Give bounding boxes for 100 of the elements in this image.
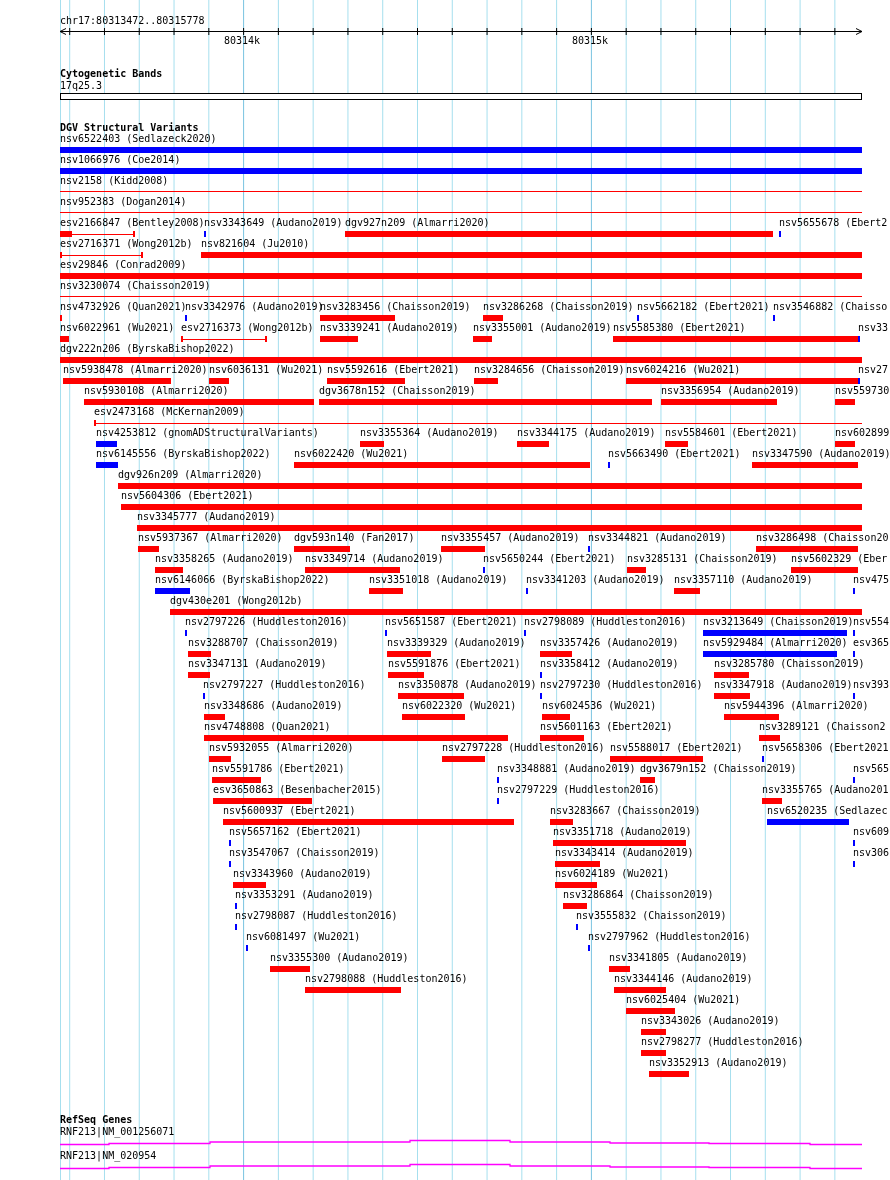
variant-label: nsv3351018 (Audano2019) <box>369 574 508 586</box>
variant-label: nsv3355300 (Audano2019) <box>270 952 409 964</box>
variant-label: nsv6146066 (ByrskaBishop2022) <box>155 574 330 586</box>
variant-label: dgv222n206 (ByrskaBishop2022) <box>60 343 236 355</box>
variant-label: nsv5655678 (Ebert2 <box>779 217 888 229</box>
variant-label: nsv3357426 (Audano2019) <box>540 637 679 649</box>
variant-label: nsv609 <box>853 826 890 838</box>
variant-label: nsv3343649 (Audano2019) <box>204 217 343 229</box>
variant-label: nsv3355001 (Audano2019) <box>473 322 612 334</box>
variant-label: nsv475 <box>853 574 890 586</box>
variant-label: nsv3344821 (Audano2019) <box>588 532 727 544</box>
variant-label: nsv3345777 (Audano2019) <box>137 511 277 523</box>
variant-label: nsv6024189 (Wu2021) <box>555 868 670 880</box>
variant-label: dgv430e201 (Wong2012b) <box>170 595 304 607</box>
variant-label: nsv3348686 (Audano2019) <box>204 700 343 712</box>
variant-label: nsv5930108 (Almarri2020) <box>84 385 230 397</box>
variant-label: nsv2798087 (Huddleston2016) <box>235 910 398 922</box>
variant-label: esv2716373 (Wong2012b) <box>181 322 314 334</box>
variant-label: nsv4732926 (Quan2021) <box>60 301 187 313</box>
variant-label: nsv3285131 (Chaisson2019) <box>627 553 778 565</box>
variant-label: nsv3358265 (Audano2019) <box>155 553 294 565</box>
variant-label: nsv27 <box>858 364 889 376</box>
track-heading: Cytogenetic Bands <box>60 68 163 80</box>
variant-label: nsv3343026 (Audano2019) <box>641 1015 780 1027</box>
variant-label: nsv5584601 (Ebert2021) <box>665 427 798 439</box>
variant-label: nsv3344146 (Audano2019) <box>614 973 753 985</box>
variant-label: nsv3348881 (Audano2019) <box>497 763 636 775</box>
variant-label: nsv3350878 (Audano2019) <box>398 679 537 691</box>
variant-label: nsv3286498 (Chaisson20 <box>756 532 889 544</box>
variant-label: esv3650863 (Besenbacher2015) <box>213 784 382 796</box>
variant-label: nsv2798277 (Huddleston2016) <box>641 1036 804 1048</box>
variant-label: nsv6036131 (Wu2021) <box>209 364 324 376</box>
track-heading: DGV Structural Variants <box>60 122 199 134</box>
variant-label: nsv565 <box>853 763 890 775</box>
band-label: 17q25.3 <box>60 80 104 92</box>
variant-label: nsv5592616 (Ebert2021) <box>327 364 460 376</box>
variant-label: nsv602899 <box>835 427 890 439</box>
variant-label: esv2716371 (Wong2012b) <box>60 238 193 250</box>
variant-label: nsv5588017 (Ebert2021) <box>610 742 743 754</box>
variant-label: nsv2798089 (Huddleston2016) <box>524 616 687 628</box>
variant-label: nsv3284656 (Chaisson2019) <box>474 364 625 376</box>
variant-label: nsv3286864 (Chaisson2019) <box>563 889 714 901</box>
variant-label: nsv2797226 (Huddleston2016) <box>185 616 348 628</box>
variant-label: nsv3547067 (Chaisson2019) <box>229 847 380 859</box>
variant-label: nsv5937367 (Almarri2020) <box>138 532 283 544</box>
variant-label: nsv393 <box>853 679 890 691</box>
variant-label: nsv3213649 (Chaisson2019) <box>703 616 854 628</box>
variant-label: dgv3679n152 (Chaisson2019) <box>640 763 797 775</box>
variant-label: nsv5651587 (Ebert2021) <box>385 616 518 628</box>
variant-label: nsv3358412 (Audano2019) <box>540 658 679 670</box>
variant-label: nsv3356954 (Audano2019) <box>661 385 800 397</box>
variant-label: nsv4748808 (Quan2021) <box>204 721 332 733</box>
variant-label: nsv5944396 (Almarri2020) <box>724 700 869 712</box>
variant-label: nsv6025404 (Wu2021) <box>626 994 741 1006</box>
variant-label: nsv3555832 (Chaisson2019) <box>576 910 727 922</box>
variant-label: nsv3355457 (Audano2019) <box>441 532 580 544</box>
gene-label: RNF213|NM_001256071 <box>60 1126 176 1138</box>
tick-label: 80315k <box>572 35 609 47</box>
variant-label: nsv4253812 (gnomADStructuralVariants) <box>96 427 319 439</box>
variant-label: nsv5591786 (Ebert2021) <box>212 763 345 775</box>
variant-label: nsv821604 (Ju2010) <box>201 238 311 250</box>
locus-label: chr17:80313472..80315778 <box>60 15 205 27</box>
variant-label: nsv5604306 (Ebert2021) <box>121 490 255 502</box>
variant-label: nsv3351718 (Audano2019) <box>553 826 692 838</box>
variant-label: nsv6024536 (Wu2021) <box>542 700 657 712</box>
variant-label: nsv3344175 (Audano2019) <box>517 427 656 439</box>
variant-label: nsv6022420 (Wu2021) <box>294 448 410 460</box>
track-heading: RefSeq Genes <box>60 1114 133 1126</box>
variant-label: nsv3283456 (Chaisson2019) <box>320 301 471 313</box>
variant-label: nsv5585380 (Ebert2021) <box>613 322 747 334</box>
variant-label: nsv5591876 (Ebert2021) <box>388 658 521 670</box>
variant-label: nsv6022961 (Wu2021) <box>60 322 175 334</box>
variant-label: esv2473168 (McKernan2009) <box>94 406 246 418</box>
variant-label: nsv3343960 (Audano2019) <box>233 868 372 880</box>
variant-label: nsv5663490 (Ebert2021) <box>608 448 741 460</box>
variant-label: nsv3339241 (Audano2019) <box>320 322 459 334</box>
variant-label: nsv5938478 (Almarri2020) <box>63 364 208 376</box>
variant-label: nsv3288707 (Chaisson2019) <box>188 637 339 649</box>
variant-label: nsv3546882 (Chaisso <box>773 301 888 313</box>
variant-label: esv365 <box>853 637 890 649</box>
variant-label: nsv2797227 (Huddleston2016) <box>203 679 366 691</box>
variant-label: nsv3343414 (Audano2019) <box>555 847 694 859</box>
variant-label: nsv6520235 (Sedlazec <box>767 805 888 817</box>
variant-label: nsv33 <box>858 322 889 334</box>
variant-label: nsv6522403 (Sedlazeck2020) <box>60 133 218 145</box>
variant-label: nsv559730 <box>835 385 890 397</box>
variant-label: nsv6145556 (ByrskaBishop2022) <box>96 448 271 460</box>
variant-label: nsv1066976 (Coe2014) <box>60 154 182 166</box>
variant-label: nsv3286268 (Chaisson2019) <box>483 301 634 313</box>
variant-label: nsv952383 (Dogan2014) <box>60 196 188 208</box>
variant-label: nsv3289121 (Chaisson2 <box>759 721 886 733</box>
variant-label: dgv593n140 (Fan2017) <box>294 532 415 544</box>
variant-label: nsv2158 (Kidd2008) <box>60 175 170 187</box>
variant-label: nsv5600937 (Ebert2021) <box>223 805 357 817</box>
variant-label: nsv5650244 (Ebert2021) <box>483 553 616 565</box>
variant-label: nsv3339329 (Audano2019) <box>387 637 526 649</box>
variant-label: nsv5658306 (Ebert2021 <box>762 742 889 754</box>
variant-label: esv2166847 (Bentley2008) <box>60 217 205 229</box>
variant-label: nsv5929484 (Almarri2020) <box>703 637 848 649</box>
variant-label: nsv2798088 (Huddleston2016) <box>305 973 468 985</box>
